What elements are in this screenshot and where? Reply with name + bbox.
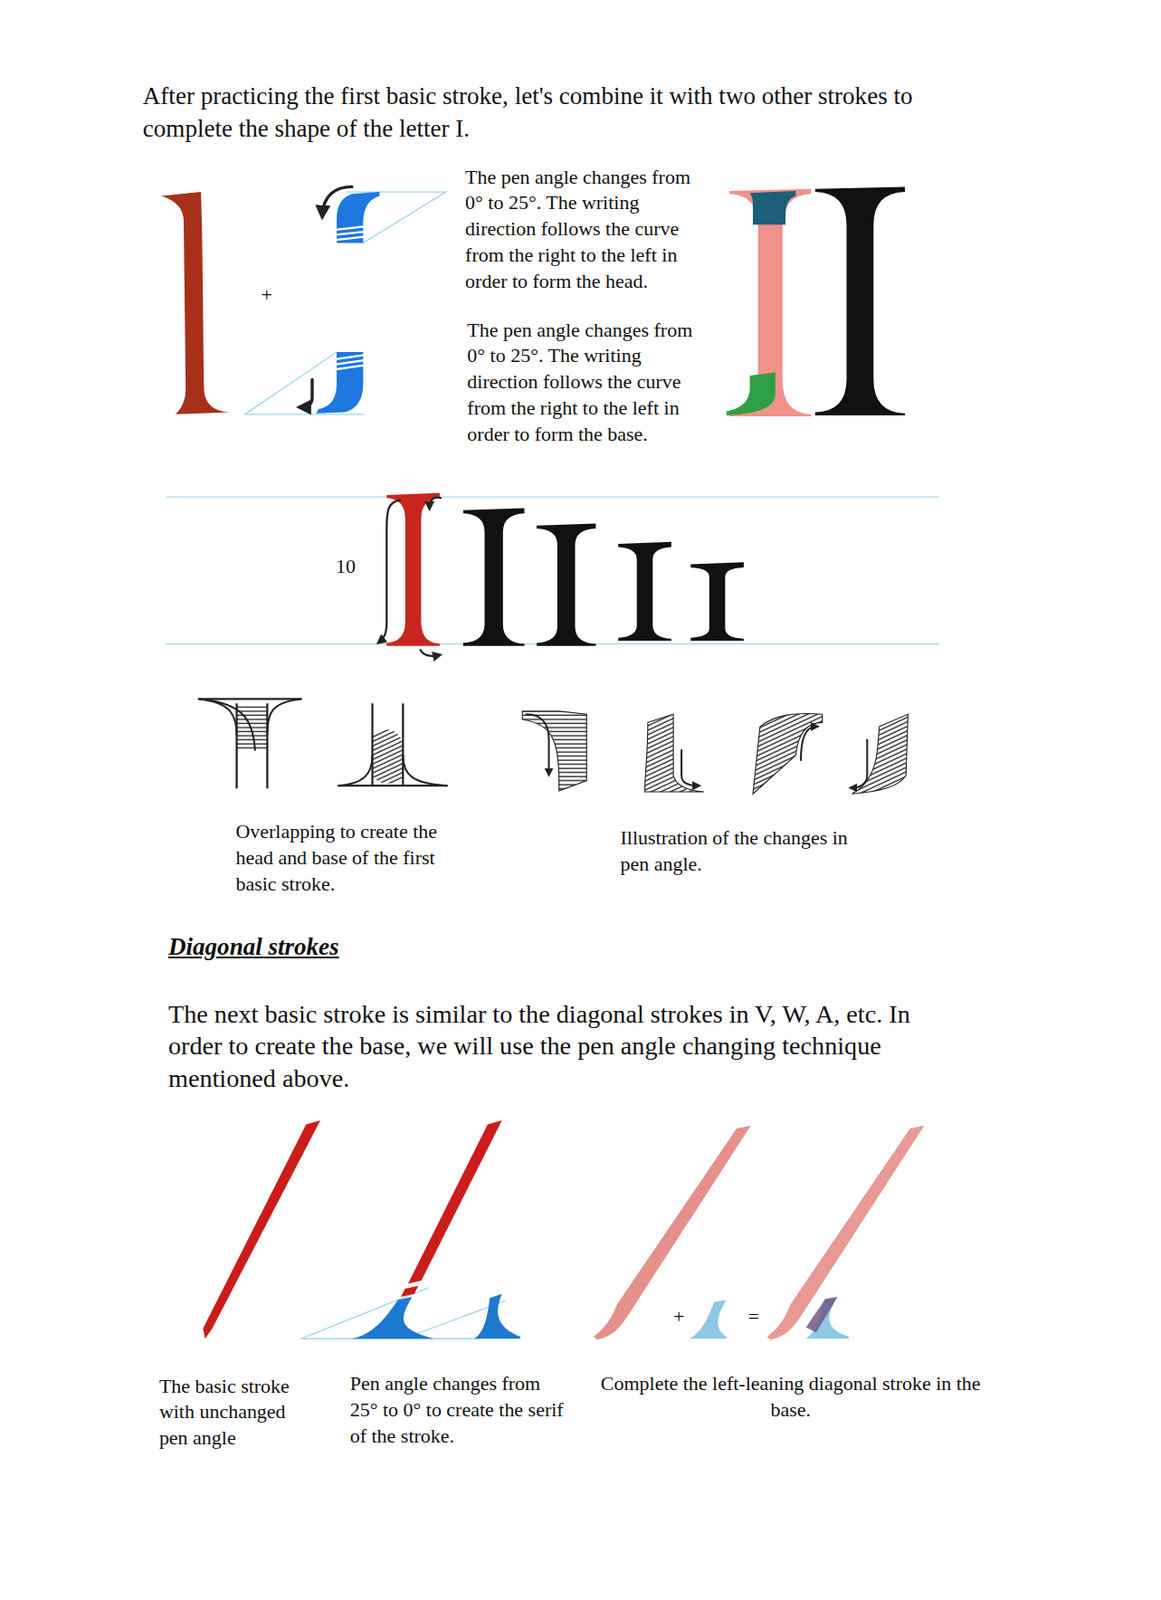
head-overlap — [750, 190, 797, 225]
letter-i — [618, 542, 672, 641]
sketch-line — [338, 754, 448, 786]
caption: Overlapping to create the head and base … — [235, 818, 462, 897]
base-overlap — [726, 372, 776, 416]
diagonal-stroke — [202, 1120, 321, 1339]
caption: Illustration of the changes in pen angle… — [619, 825, 855, 878]
pen-mark — [335, 237, 365, 240]
direction-arrow — [322, 186, 353, 214]
diagonal-stroke — [408, 1120, 503, 1284]
direction-arrow — [419, 649, 438, 657]
hatching — [851, 713, 908, 794]
serif-stroke — [689, 1299, 727, 1339]
direction-arrow — [302, 380, 313, 408]
sketch-line — [199, 698, 302, 788]
pen-mark — [335, 226, 365, 229]
hatching — [522, 711, 587, 791]
pen-mark — [335, 360, 365, 365]
guide-line — [166, 496, 939, 644]
body-text: The next basic stroke is similar to the … — [168, 998, 962, 1095]
caption: The basic stroke with unchanged pen angl… — [159, 1373, 313, 1452]
letter-i — [536, 523, 596, 646]
sketch-line — [338, 704, 448, 786]
pen-mark — [335, 365, 365, 371]
letter-i — [386, 493, 440, 647]
direction-arrow — [800, 726, 817, 761]
diagonal-stroke — [767, 1125, 925, 1341]
letter-i — [815, 186, 905, 416]
note: The pen angle changes from 0° to 25°. Th… — [465, 164, 706, 296]
direction-arrow — [526, 713, 550, 773]
pen-mark — [335, 231, 365, 235]
note: The pen angle changes from 0° to 25°. Th… — [466, 317, 708, 448]
overlap-area — [806, 1296, 838, 1333]
serif-stroke — [474, 1294, 521, 1340]
equals-sign: = — [747, 1303, 759, 1329]
direction-arrow — [379, 500, 400, 643]
plus-sign: + — [261, 282, 273, 307]
direction-arrow — [429, 497, 441, 508]
pen-mark — [335, 354, 365, 360]
size-number: 10 — [335, 553, 356, 579]
caption: Complete the left-leaning diagonal strok… — [599, 1370, 983, 1424]
plus-sign: + — [673, 1303, 685, 1329]
direction-arrow — [681, 750, 698, 786]
letter-i — [690, 561, 744, 641]
diagonal-stroke — [593, 1125, 752, 1341]
letter-i — [463, 508, 525, 647]
hatching — [752, 713, 823, 795]
caption: Pen angle changes from 25° to 0° to crea… — [350, 1370, 570, 1449]
head-stroke — [336, 191, 380, 243]
direction-arrow — [851, 739, 867, 788]
serif-stroke — [352, 1296, 434, 1339]
sketch-line — [199, 698, 302, 750]
hatching — [372, 729, 404, 783]
guide-line — [245, 352, 364, 415]
basic-stroke — [161, 191, 233, 415]
intro-text: After practicing the first basic stroke,… — [142, 79, 970, 145]
hatching — [645, 713, 705, 792]
diagonal-stroke — [400, 1285, 419, 1297]
section-heading: Diagonal strokes — [168, 932, 434, 963]
